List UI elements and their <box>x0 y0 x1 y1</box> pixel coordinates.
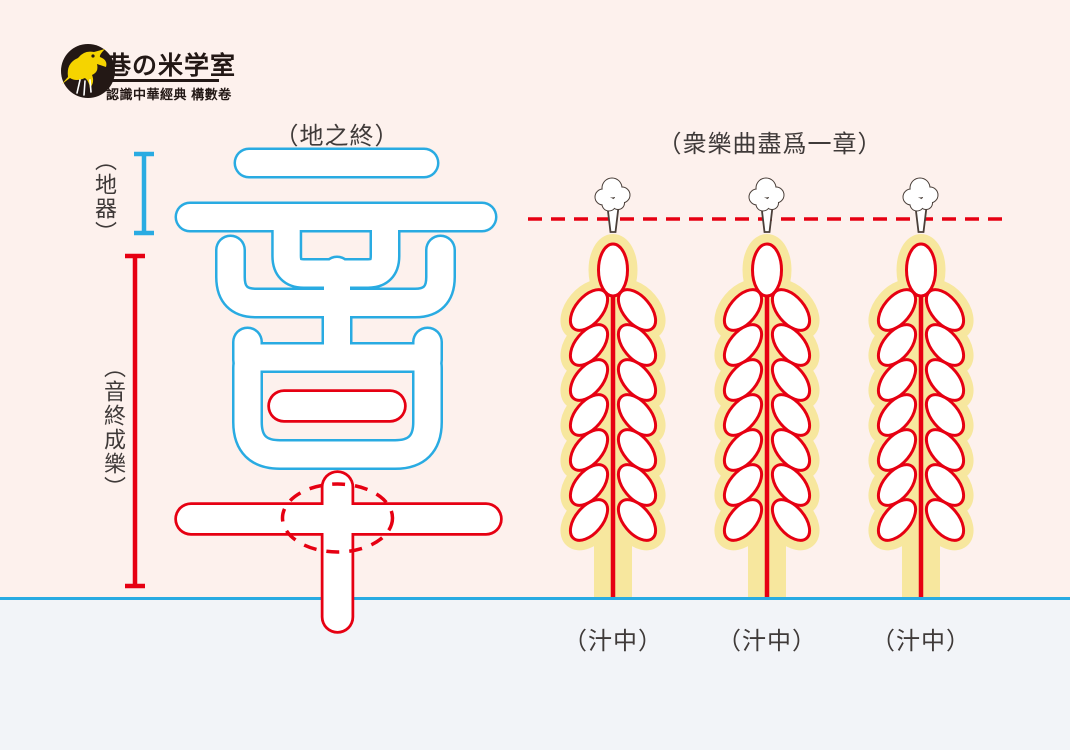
steam-puff-icon <box>594 177 631 233</box>
wheat-stalk <box>714 234 820 597</box>
logo-subtitle: 認識中華經典 構數卷 <box>106 87 232 102</box>
steam-puff-icon <box>748 177 785 233</box>
label-zhong-le-qu-jin: （衆樂曲盡爲一章） <box>657 131 883 158</box>
swallow-bird-icon <box>62 49 107 88</box>
wheat-stalk <box>560 234 666 597</box>
wheat-stalk <box>868 234 974 597</box>
ground-strip <box>0 600 1070 750</box>
logo-mark <box>61 44 115 98</box>
logo-underline <box>106 79 219 82</box>
glyph-sound-component <box>174 147 498 470</box>
label-zhi-zhong-3: （汁中） <box>871 628 971 655</box>
junction-dashed-circle <box>280 482 395 554</box>
logo-title: 巷の米学室 <box>106 52 237 80</box>
label-zhi-zhong-2: （汁中） <box>717 628 817 655</box>
label-di-qi: （地器） <box>92 149 117 245</box>
label-zhi-zhong-1: （汁中） <box>563 628 663 655</box>
label-di-zhi-zhong: （地之終） <box>274 123 400 150</box>
red-bracket <box>125 253 145 589</box>
label-yin-zhong-cheng-le: （音終成樂） <box>101 356 126 500</box>
blue-bracket <box>134 151 154 236</box>
steam-puff-icon <box>902 177 939 233</box>
